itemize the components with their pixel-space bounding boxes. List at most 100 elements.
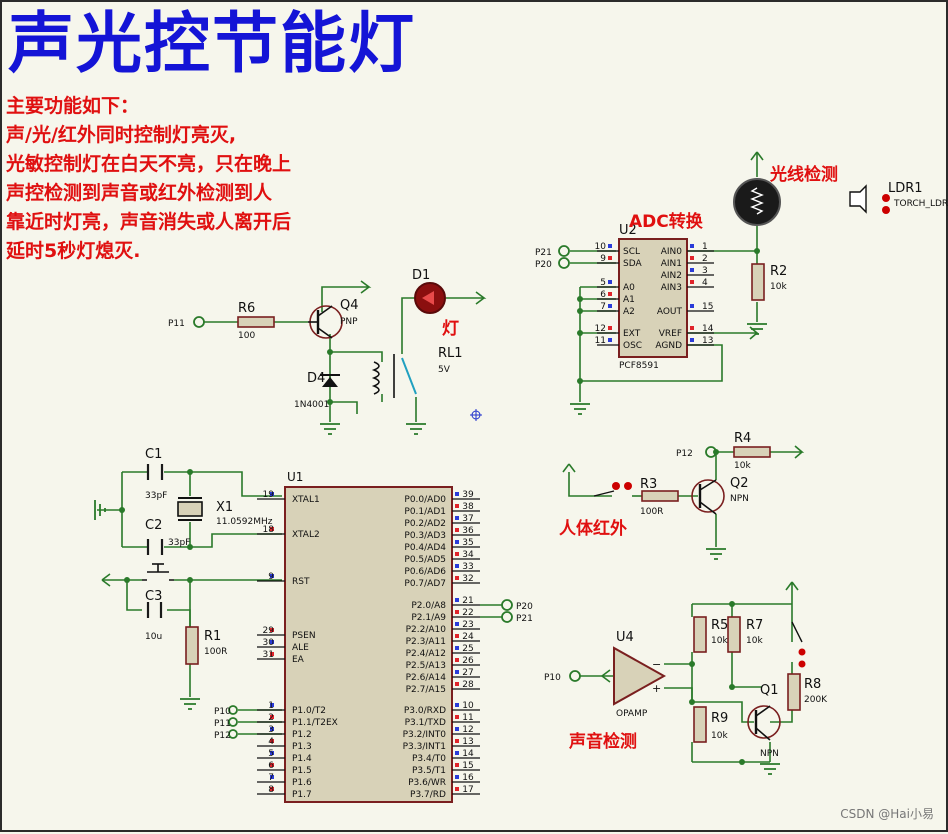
pin-state-marker [690,268,694,272]
pin-name: P1.3 [292,742,312,752]
description-line: 靠近时灯亮，声音消失或人离开后 [6,211,292,233]
pin-state-marker [455,751,459,755]
pin-number: 10 [462,701,474,711]
pin-state-marker [608,256,612,260]
d1-ref: D1 [412,268,430,283]
net-p10-u1: P10 [214,707,231,717]
pin-number: 24 [462,632,474,642]
net-p20-top: P20 [535,260,552,270]
pin-name: PSEN [292,631,316,641]
opamp-u4: − + [613,646,667,706]
led-d1 [414,282,446,314]
pin-number: 5 [600,278,606,288]
c2-ref: C2 [145,518,162,533]
pin-state-marker [270,574,274,578]
pin-number: 34 [462,550,474,560]
pin-state-marker [455,763,459,767]
pin-name: P1.0/T2 [292,706,326,716]
adc-label: ADC转换 [629,212,703,232]
pin-state-marker [455,516,459,520]
q4-type: PNP [340,317,358,327]
r4-value: 10k [734,461,751,471]
crystal-x1 [177,497,203,521]
pin-number: 32 [462,574,473,584]
x1-value: 11.0592MHz [216,517,273,527]
net-p11-top: P11 [168,319,185,329]
pin-name: P1.5 [292,766,312,776]
pin-number: 11 [462,713,473,723]
net-p11-u1: P11 [214,719,231,729]
pin-name: P1.1/T2EX [292,718,338,728]
pin-number: 38 [462,502,474,512]
c1-value: 33pF [145,491,167,501]
d4-ref: D4 [307,371,325,386]
ldr1-ref: LDR1 [888,181,923,196]
pin-number: 28 [462,680,474,690]
junction-dots [119,248,760,765]
r8-switch [791,621,806,668]
pin-state-marker [608,292,612,296]
r2-value: 10k [770,282,787,292]
pin-name: SDA [623,259,642,269]
ldr1-part: TORCH_LDR [893,199,948,209]
pin-number: 12 [462,725,473,735]
pin-name: P3.1/TXD [405,718,446,728]
power-arrows [101,151,805,683]
function-description: 主要功能如下： 声/光/红外同时控制灯亮灭, 光敏控制灯在白天不亮，只在晚上 声… [6,92,291,266]
pin-state-marker [270,527,274,531]
pin-name: P3.0/RXD [404,706,446,716]
rl1-ref: RL1 [438,346,463,361]
net-p21-top: P21 [535,248,552,258]
lamp-label: 灯 [442,319,459,339]
pin-name: P2.6/A14 [406,673,447,683]
pin-state-marker [690,304,694,308]
pin-name: P3.2/INT0 [403,730,447,740]
infrared-label: 人体红外 [559,519,627,539]
pin-number: 14 [462,749,474,759]
pin-name: P3.4/T0 [412,754,446,764]
pin-state-marker [270,640,274,644]
pin-name: P3.7/RD [410,790,446,800]
pin-name: P2.5/A13 [406,661,446,671]
pin-name: ALE [292,643,309,653]
pin-name: P1.2 [292,730,312,740]
pin-state-marker [455,682,459,686]
page-title: 声光控节能灯 [8,5,416,82]
pin-name: P1.6 [292,778,312,788]
net-p12-u1: P12 [214,731,231,741]
pin-name: XTAL2 [292,530,320,540]
pin-name: P3.3/INT1 [403,742,446,752]
pin-name: P2.7/A15 [406,685,446,695]
pin-number: 31 [263,650,274,660]
pin-state-marker [270,787,274,791]
pin-state-marker [455,739,459,743]
pin-state-marker [455,552,459,556]
pin-state-marker [270,727,274,731]
description-line: 延时5秒灯熄灭. [6,240,141,262]
u2-ref: U2 [619,223,637,238]
pin-number: 19 [263,490,275,500]
r8-ref: R8 [804,677,821,692]
pin-name: P1.7 [292,790,312,800]
pin-number: 26 [462,656,474,666]
pin-state-marker [455,787,459,791]
opamp-plus: + [652,682,661,695]
pin-number: 15 [462,761,473,771]
pin-number: 23 [462,620,473,630]
pin-name: SCL [623,247,640,257]
pin-number: 3 [702,266,708,276]
r7-value: 10k [746,636,763,646]
pin-name: P2.0/A8 [411,601,446,611]
pin-name: P2.1/A9 [411,613,446,623]
pin-state-marker [608,326,612,330]
pin-state-marker [455,703,459,707]
c2-value: 33pF [168,538,190,548]
pin-name: XTAL1 [292,495,320,505]
pin-state-marker [690,244,694,248]
net-p21-u1: P21 [516,614,533,624]
pin-name: A0 [623,283,635,293]
pin-name: EXT [623,329,641,339]
net-labels: P11 P21 P20 P20 P21 P12 P10 P10 P11 P12 [168,248,693,741]
q1-ref: Q1 [760,683,779,698]
pin-number: 33 [462,562,473,572]
